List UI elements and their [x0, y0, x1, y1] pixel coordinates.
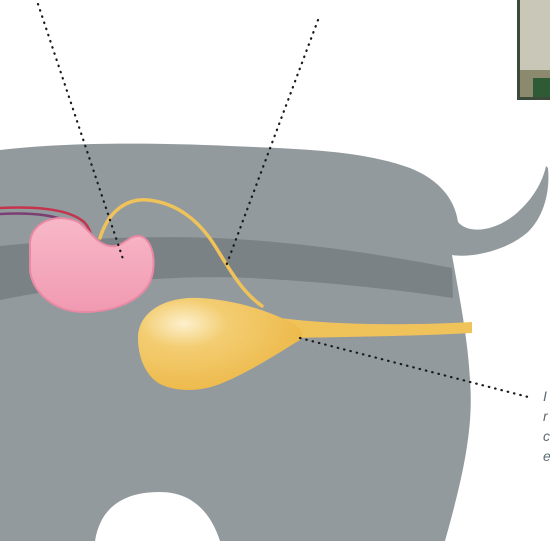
- caption-line-2: r: [543, 406, 550, 426]
- caption-line-1: I: [543, 386, 550, 406]
- photo-thumbnail-icon: [517, 0, 550, 100]
- caption-line-3: c: [543, 426, 550, 446]
- caption-line-4: e: [543, 446, 550, 466]
- cropped-caption: I r c e: [543, 386, 550, 466]
